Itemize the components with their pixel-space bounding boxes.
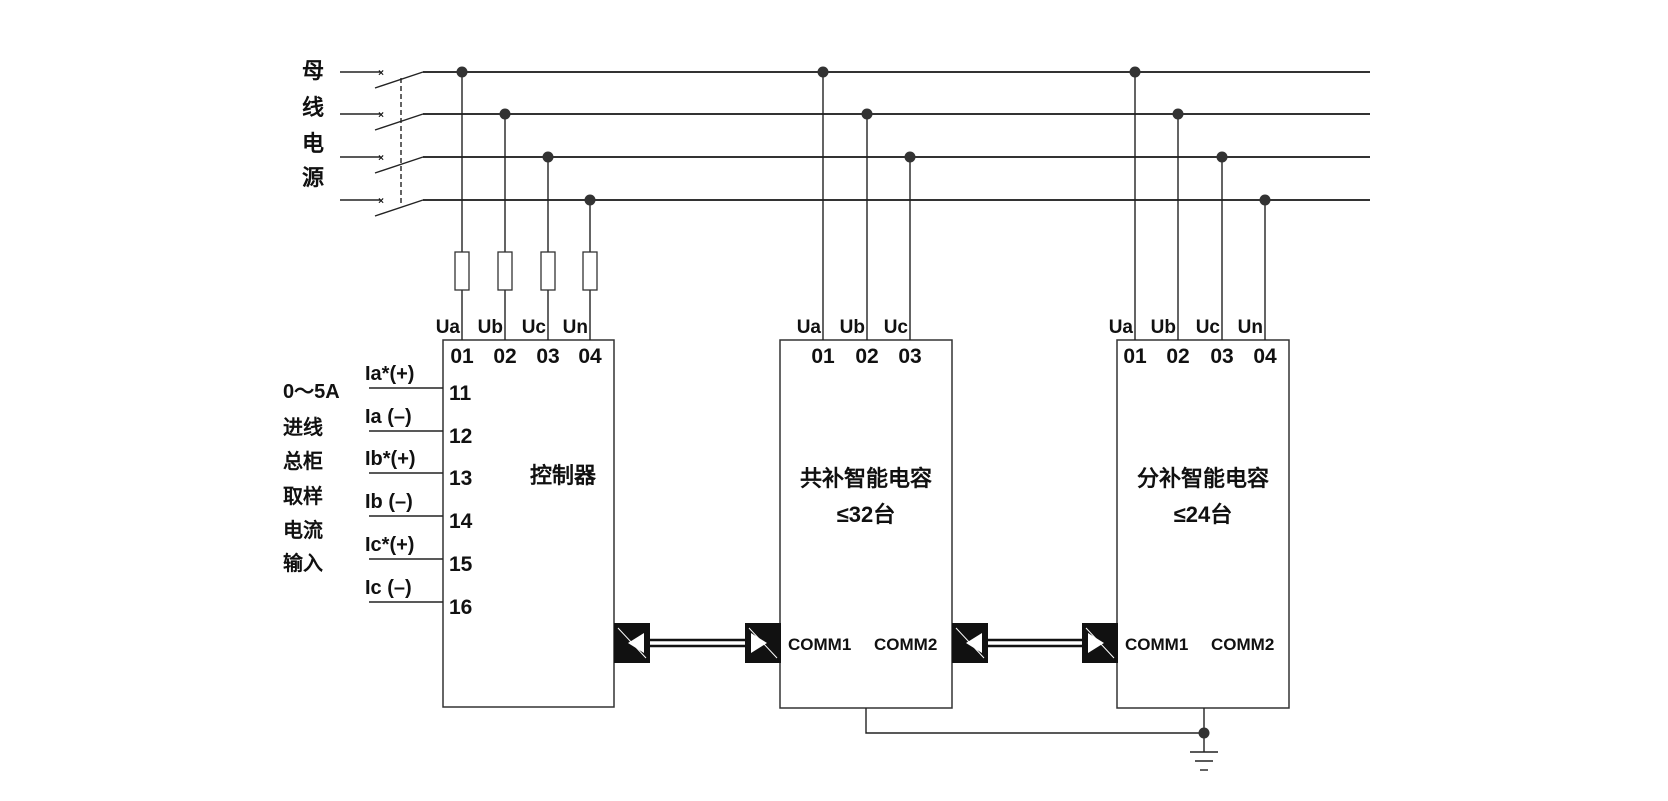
junction-dot: [456, 66, 468, 78]
breaker-x-mark: ×: [378, 196, 384, 207]
device-box: [442, 339, 615, 708]
breaker-contact: [374, 113, 424, 131]
current-terminal-number: 16: [449, 596, 472, 619]
terminal-number: 01: [811, 345, 835, 368]
current-terminal-number: 14: [449, 510, 473, 533]
terminal-number: 03: [536, 345, 559, 368]
voltage-terminal-label: Uc: [1196, 317, 1221, 338]
voltage-terminal-label: Ua: [1109, 317, 1134, 338]
voltage-terminal-label: Ua: [797, 317, 822, 338]
junction-dot: [1129, 66, 1141, 78]
current-input-label: Ia*(+): [365, 363, 414, 385]
terminal-number: 01: [1123, 345, 1147, 368]
current-terminal-number: 12: [449, 425, 472, 448]
current-input-label: Ic (–): [365, 577, 412, 599]
input-caption-line: 电流: [283, 518, 323, 542]
voltage-terminal-label: Ua: [436, 317, 461, 338]
capacitor-title: 分补智能电容: [1137, 466, 1269, 491]
voltage-terminal-label: Ub: [840, 317, 865, 338]
input-caption-line: 输入: [283, 551, 323, 575]
terminal-number: 03: [898, 345, 921, 368]
bus-label-char: 线: [302, 95, 324, 120]
capacitor-count: ≤24台: [1174, 502, 1233, 527]
bus-label-char: 电: [302, 131, 324, 156]
voltage-terminal-label: Ub: [1151, 317, 1176, 338]
current-terminal-number: 15: [449, 553, 473, 576]
device-box: [1116, 339, 1290, 709]
breaker-x-mark: ×: [378, 110, 384, 121]
junction-dot: [861, 108, 873, 120]
fuse-icon: [454, 251, 470, 291]
junction-dot: [499, 108, 511, 120]
rs485-connector-icon: [614, 623, 650, 663]
junction-dot: [584, 194, 596, 206]
terminal-number: 01: [450, 345, 474, 368]
voltage-terminal-label: Un: [563, 317, 588, 338]
current-input-label: Ic*(+): [365, 534, 414, 556]
voltage-terminal-label: Ub: [478, 317, 503, 338]
junction-dot: [1259, 194, 1271, 206]
current-input-label: Ib (–): [365, 491, 413, 513]
ground-wire: [865, 708, 1204, 734]
comm2-port-label: COMM2: [874, 635, 937, 654]
bus-label-char: 母: [302, 58, 324, 83]
terminal-number: 03: [1210, 345, 1233, 368]
terminal-number: 02: [493, 345, 516, 368]
input-caption-line: 总柜: [283, 449, 323, 473]
current-input-label: Ia (–): [365, 406, 412, 428]
breaker-contact: [374, 71, 424, 89]
junction-dot: [1198, 727, 1210, 739]
comm1-port-label: COMM1: [788, 635, 851, 654]
rs485-connector-icon: [1082, 623, 1118, 663]
rs485-connector-icon: [952, 623, 988, 663]
comm1-port-label: COMM1: [1125, 635, 1188, 654]
voltage-terminal-label: Un: [1238, 317, 1263, 338]
device-box: [779, 339, 953, 709]
breaker-contact: [374, 156, 424, 174]
junction-dot: [1172, 108, 1184, 120]
breaker-x-mark: ×: [378, 68, 384, 79]
current-input-label: Ib*(+): [365, 448, 416, 470]
current-terminal-number: 11: [449, 382, 472, 405]
controller-title: 控制器: [530, 463, 597, 488]
voltage-terminal-label: Uc: [884, 317, 909, 338]
ground-connection: [865, 708, 1218, 771]
terminal-number: 04: [1253, 345, 1277, 368]
voltage-terminal-label: Uc: [522, 317, 547, 338]
junction-dot: [1216, 151, 1228, 163]
fuse-icon: [582, 251, 598, 291]
comm2-port-label: COMM2: [1211, 635, 1274, 654]
terminal-number: 02: [1166, 345, 1189, 368]
current-terminal-number: 13: [449, 467, 472, 490]
input-caption-line: 0～5A: [283, 381, 340, 403]
terminal-number: 04: [578, 345, 602, 368]
capacitor-title: 共补智能电容: [800, 466, 932, 491]
input-caption-line: 进线: [283, 415, 323, 439]
communication-links: [614, 623, 1118, 663]
junction-dot: [542, 151, 554, 163]
capacitor-count: ≤32台: [837, 502, 896, 527]
input-caption-line: 取样: [283, 484, 323, 508]
fuse-icon: [540, 251, 556, 291]
junction-dot: [817, 66, 829, 78]
junction-dot: [904, 151, 916, 163]
terminal-number: 02: [855, 345, 878, 368]
breaker-contact: [374, 199, 424, 217]
rs485-connector-icon: [745, 623, 781, 663]
breaker-x-mark: ×: [378, 153, 384, 164]
fuse-icon: [497, 251, 513, 291]
bus-label-char: 源: [302, 165, 324, 190]
